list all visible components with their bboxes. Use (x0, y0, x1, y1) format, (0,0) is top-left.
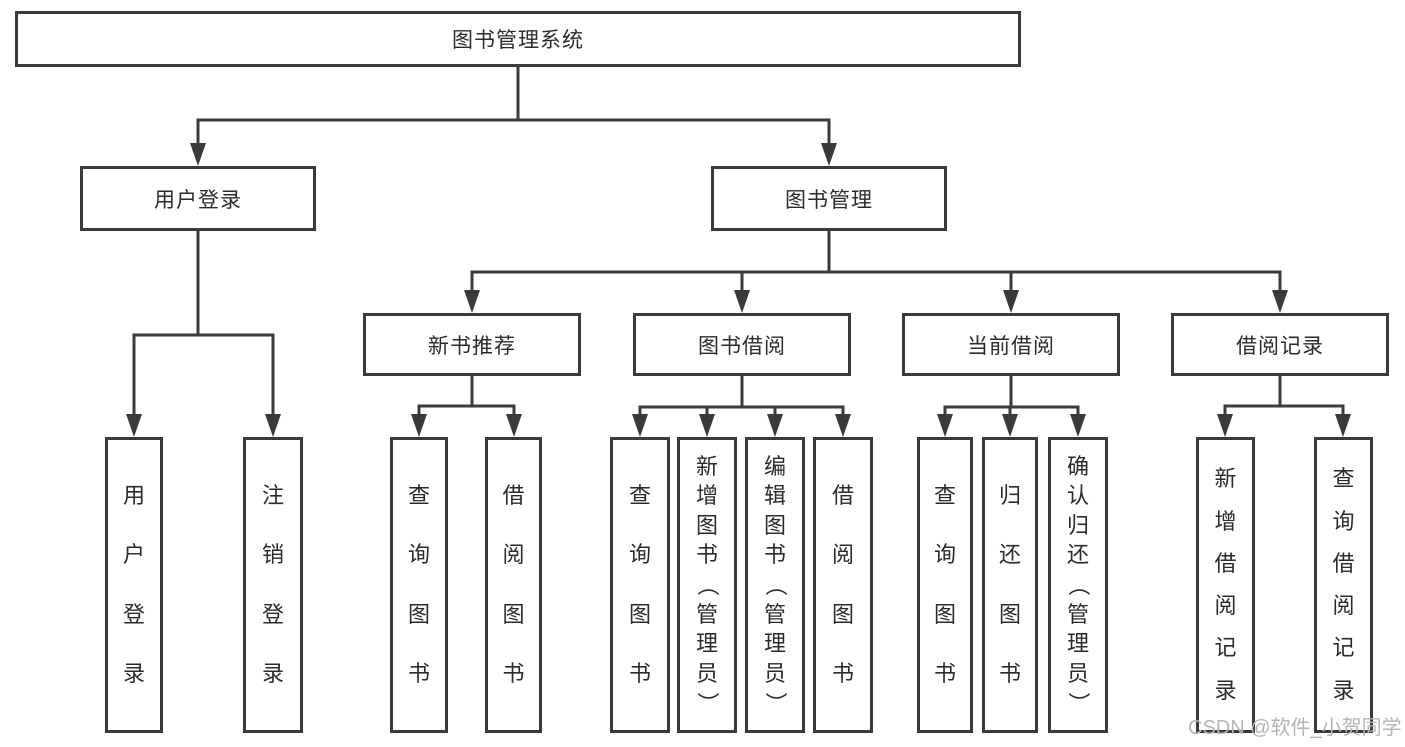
connector-book-management-to-children (464, 231, 1288, 313)
leaf-user-login: 用户登录 (105, 437, 163, 733)
node-label: 新增借阅记录 (1214, 466, 1237, 703)
leaf-borrowing-edit-book-admin: 编辑图书（管理员） (745, 437, 805, 733)
node-library-system: 图书管理系统 (15, 11, 1021, 67)
leaf-records-add-record: 新增借阅记录 (1196, 437, 1255, 733)
node-label: 图书借阅 (698, 334, 786, 358)
connector-new-book-to-children (411, 376, 522, 437)
node-label: 新增图书（管理员） (694, 453, 720, 715)
node-label: 当前借阅 (967, 334, 1055, 358)
node-label: 编辑图书（管理员） (762, 453, 788, 715)
leaf-current-return-books: 归还图书 (982, 437, 1038, 733)
leaf-borrowing-query-books: 查询图书 (610, 437, 670, 733)
leaf-borrowing-borrow-books: 借阅图书 (813, 437, 873, 733)
leaf-newbook-query-books: 查询图书 (390, 437, 448, 733)
node-label: 用户登录 (154, 188, 242, 212)
connector-root-to-children (190, 67, 837, 166)
node-label: 确认归还（管理员） (1065, 453, 1091, 715)
node-user-login: 用户登录 (80, 166, 316, 231)
node-label: 图书管理系统 (452, 29, 584, 52)
leaf-borrowing-add-book-admin: 新增图书（管理员） (677, 437, 737, 733)
connector-user-login-to-children (126, 231, 281, 437)
node-label: 用户登录 (122, 483, 145, 686)
node-current-borrowing: 当前借阅 (902, 313, 1120, 376)
connector-borrow-records-to-children (1217, 376, 1351, 437)
leaf-current-confirm-return-admin: 确认归还（管理员） (1048, 437, 1108, 733)
node-label: 借阅图书 (831, 483, 854, 686)
node-label: 查询图书 (628, 483, 651, 686)
leaf-newbook-borrow-books: 借阅图书 (485, 437, 542, 733)
node-label: 借阅图书 (502, 483, 525, 686)
node-label: 查询图书 (407, 483, 430, 686)
leaf-records-query-record: 查询借阅记录 (1314, 437, 1373, 733)
node-book-borrowing: 图书借阅 (633, 313, 851, 376)
csdn-watermark: CSDN @软件_小贺同学 (1188, 717, 1402, 739)
node-label: 借阅记录 (1236, 334, 1324, 358)
node-label: 图书管理 (785, 188, 873, 212)
leaf-logout: 注销登录 (243, 437, 303, 733)
node-label: 查询图书 (933, 483, 956, 686)
node-new-book-recommend: 新书推荐 (363, 313, 581, 376)
leaf-current-query-books: 查询图书 (917, 437, 973, 733)
node-label: 注销登录 (261, 483, 284, 686)
node-label: 查询借阅记录 (1332, 466, 1355, 703)
node-label: 归还图书 (998, 483, 1021, 686)
node-label: 新书推荐 (428, 334, 516, 358)
connector-book-borrowing-to-children (632, 376, 851, 437)
connector-current-borrowing-to-children (937, 376, 1086, 437)
node-book-management: 图书管理 (711, 166, 947, 231)
node-borrow-records: 借阅记录 (1171, 313, 1389, 376)
